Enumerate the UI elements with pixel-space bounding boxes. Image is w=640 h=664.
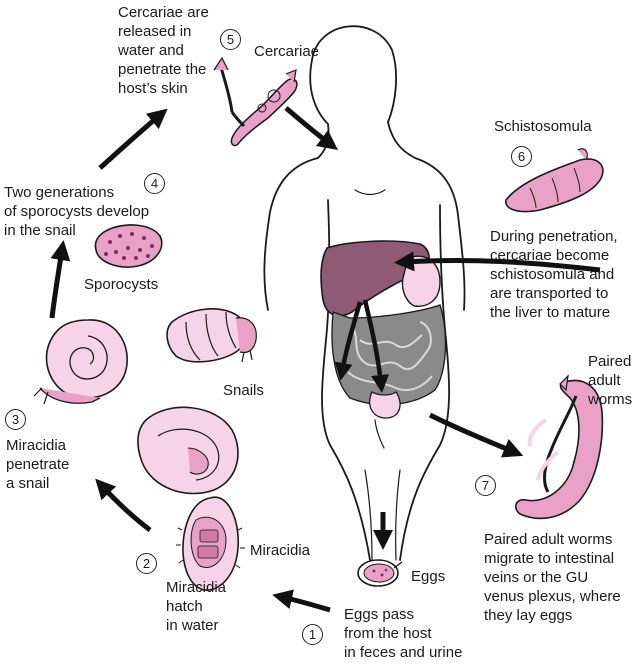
step-3-text: Miracidia penetrate a snail bbox=[6, 437, 70, 492]
step-6-text: During penetration, cercariae become sch… bbox=[490, 228, 618, 321]
snail-round-illustration bbox=[137, 406, 239, 495]
internal-migration-arrows bbox=[334, 299, 390, 393]
step-2-text: Miracidia hatch in water bbox=[166, 579, 227, 634]
arrow-skin-to-liver bbox=[394, 251, 601, 273]
step-6-number: 6 bbox=[511, 146, 532, 167]
arrow-cercariae-to-body bbox=[284, 106, 338, 151]
step-4-number: 4 bbox=[144, 173, 165, 194]
step-4-text: Two generations of sporocysts develop in… bbox=[4, 184, 150, 239]
schistosomulum-illustration bbox=[505, 148, 604, 213]
step-5-number: 5 bbox=[220, 29, 241, 50]
arrow-body-to-adult-worms bbox=[428, 412, 524, 458]
step-5-text: Cercariae are released in water and pene… bbox=[118, 4, 209, 97]
arrow-snail-to-sporocysts bbox=[49, 240, 71, 319]
step-1-text: Eggs pass from the host in feces and uri… bbox=[344, 606, 463, 661]
paired-adult-worms-illustration bbox=[514, 374, 604, 520]
snail-coiled-illustration bbox=[33, 319, 128, 405]
arrow-eggs-to-miracidia bbox=[272, 589, 331, 613]
schistosomula-label: Schistosomula bbox=[494, 118, 592, 135]
step-2-number: 2 bbox=[136, 553, 157, 574]
snail-spiral-illustration bbox=[166, 308, 257, 363]
cercaria-illustration bbox=[213, 56, 298, 147]
arrow-sporocysts-to-cercariae bbox=[98, 108, 168, 170]
miracidium-illustration bbox=[176, 496, 245, 591]
step-3-number: 3 bbox=[5, 409, 26, 430]
intestine-organ bbox=[331, 304, 447, 406]
sporocysts-label: Sporocysts bbox=[84, 276, 159, 293]
cercariae-label: Cercariae bbox=[254, 43, 320, 60]
step-7-number: 7 bbox=[475, 475, 496, 496]
sporocyst-illustration bbox=[94, 224, 163, 268]
egg-illustration bbox=[357, 559, 403, 587]
eggs-label: Eggs bbox=[411, 568, 446, 585]
step-7-text: Paired adult worms migrate to intestinal… bbox=[484, 531, 621, 624]
snails-label: Snails bbox=[223, 382, 264, 399]
step-1-number: 1 bbox=[302, 624, 323, 645]
miracidia-label: Miracidia bbox=[250, 542, 311, 559]
cycle-arrows bbox=[49, 106, 601, 613]
bladder-organ bbox=[369, 391, 401, 419]
paired-adult-worms-label: Paired adult worms bbox=[588, 353, 633, 408]
arrow-miracidia-to-snail bbox=[95, 478, 152, 532]
